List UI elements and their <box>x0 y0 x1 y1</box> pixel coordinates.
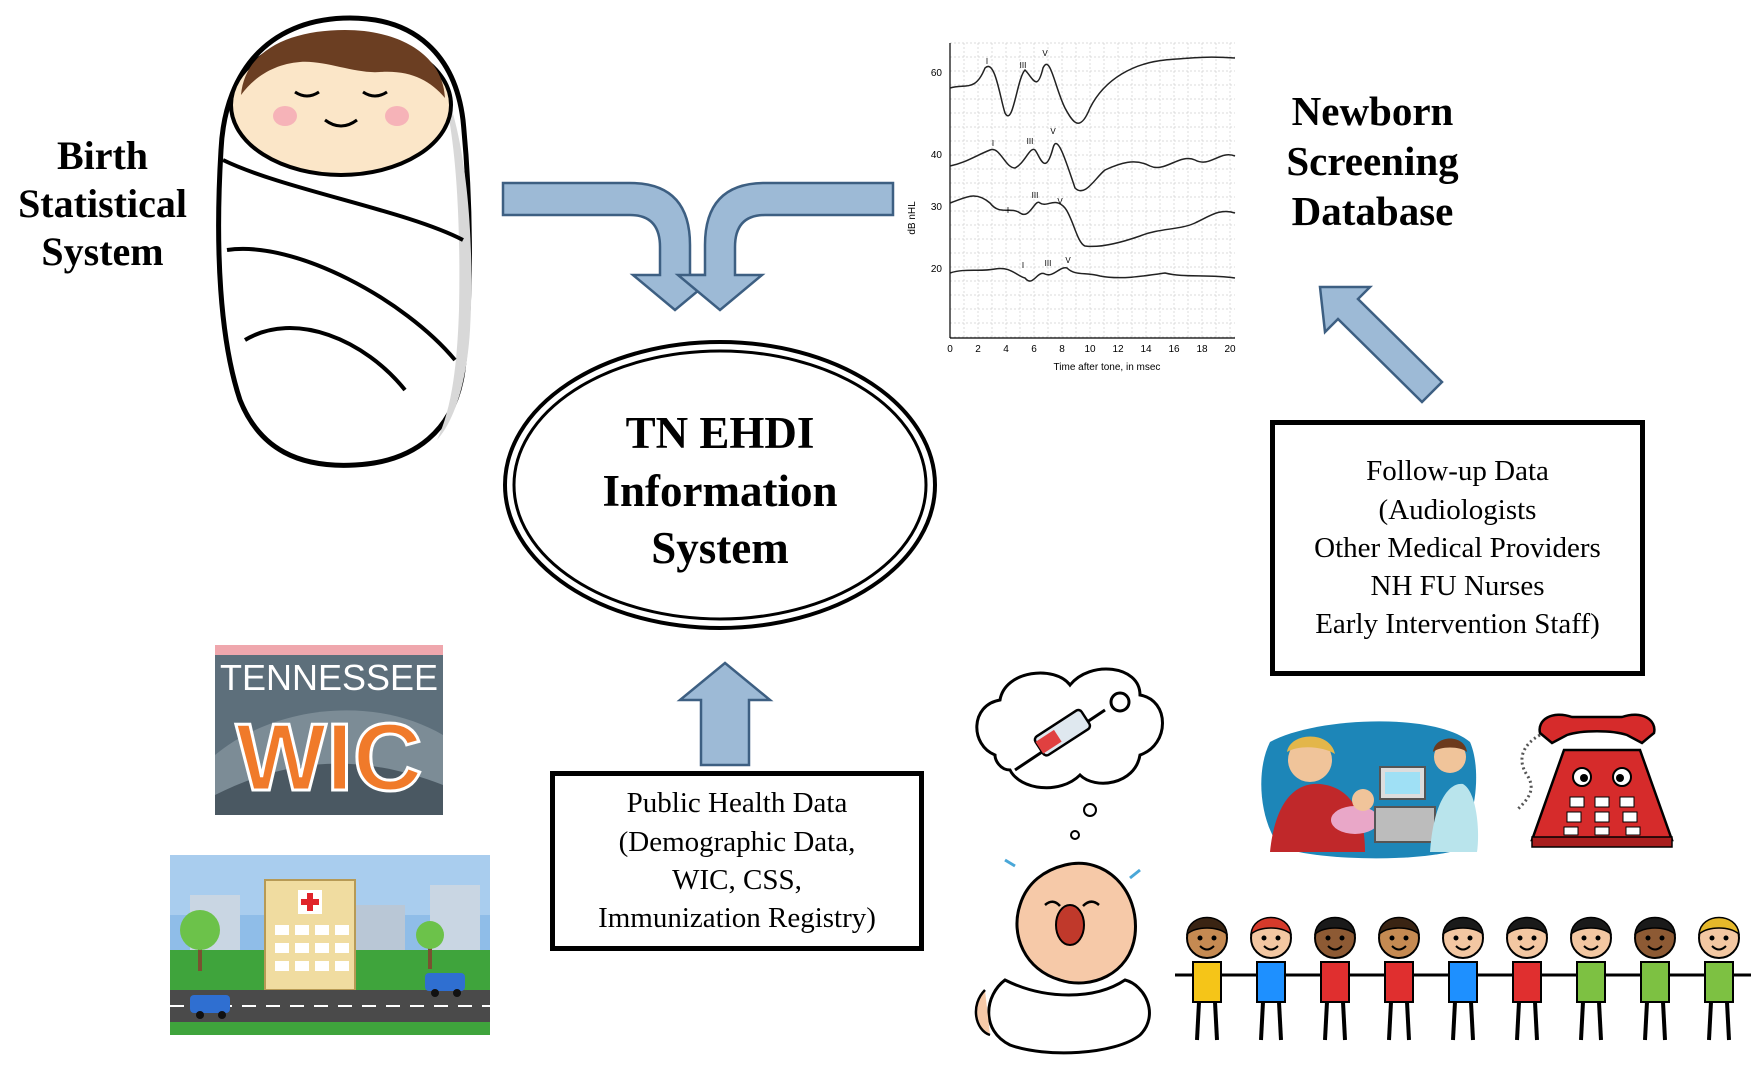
ph-line-4: Immunization Registry) <box>598 902 876 935</box>
abr-y-tick-label: 40 <box>931 150 943 161</box>
child-figure <box>1623 916 1687 1041</box>
abr-peak-marker: I <box>986 57 988 66</box>
wic-main-text: WIC <box>236 704 423 811</box>
right-merge-arrow <box>674 181 895 312</box>
abr-y-tick-label: 60 <box>931 68 943 79</box>
crying-baby-syringe-illustration <box>974 667 1164 1055</box>
birth-line-1: Birth <box>56 133 149 178</box>
abr-peak-marker: V <box>1065 256 1071 265</box>
abr-peak-marker: III <box>1032 191 1039 200</box>
ph-line-3: WIC, CSS, <box>672 864 802 896</box>
swaddled-baby-illustration <box>216 15 472 468</box>
abr-x-tick-label: 14 <box>1140 344 1152 355</box>
merging-arrows <box>501 181 895 312</box>
child-figure <box>1431 916 1495 1041</box>
followup-line-1: Follow-up Data <box>1366 455 1549 488</box>
abr-waveforms <box>949 56 1236 282</box>
abr-peak-marker: III <box>1027 137 1034 146</box>
ph-line-2: (Demographic Data, <box>618 825 856 858</box>
center-ellipse <box>503 340 937 630</box>
center-line-3: System <box>651 523 789 574</box>
abr-grid <box>949 42 1235 339</box>
hospital-scene-illustration <box>170 855 490 1035</box>
children-holding-hands-illustration <box>1175 916 1751 1041</box>
newborn-screening-database-label: Newborn Screening Database <box>1245 86 1500 236</box>
tennessee-wic-logo: TENNESSEE WIC <box>215 645 443 815</box>
nsd-line-2: Screening <box>1286 138 1459 185</box>
abr-peak-marker: III <box>1020 61 1027 70</box>
child-figure <box>1303 916 1367 1041</box>
tn-ehdi-title: TN EHDI Information System <box>520 405 920 578</box>
ph-line-1: Public Health Data <box>626 787 848 820</box>
followup-line-4: NH FU Nurses <box>1370 570 1545 603</box>
abr-x-tick-label: 6 <box>1031 344 1037 355</box>
center-line-1: TN EHDI <box>625 408 815 458</box>
abr-y-tick-labels: 60 40 30 20 <box>931 68 943 275</box>
abr-peak-marker: V <box>1042 49 1048 58</box>
child-figure <box>1495 916 1559 1041</box>
audiology-screening-illustration <box>1261 721 1479 859</box>
abr-x-tick-label: 18 <box>1196 344 1208 355</box>
abr-waveform-2 <box>949 142 1236 192</box>
nsd-line-3: Database <box>1291 188 1454 235</box>
abr-y-tick-label: 30 <box>931 202 943 213</box>
abr-x-tick-label: 20 <box>1224 344 1236 355</box>
public-health-data-box: Public Health Data (Demographic Data, WI… <box>550 771 924 951</box>
wic-tennessee-text: TENNESSEE <box>220 657 438 698</box>
child-figure <box>1559 916 1623 1041</box>
abr-x-tick-label: 0 <box>947 344 953 355</box>
child-figure <box>1367 916 1431 1041</box>
followup-line-5: Early Intervention Staff) <box>1315 608 1600 641</box>
abr-peak-marker: I <box>1022 261 1024 270</box>
followup-line-3: Other Medical Providers <box>1314 531 1601 564</box>
abr-waveform-4 <box>949 267 1236 282</box>
center-line-2: Information <box>602 465 838 516</box>
abr-x-tick-labels: 0 2 4 6 8 10 12 14 16 18 20 <box>947 344 1236 355</box>
abr-peak-marker: V <box>1050 127 1056 136</box>
child-figure <box>1239 916 1303 1041</box>
diagonal-arrow-up-left <box>1318 285 1444 404</box>
followup-line-2: (Audiologists <box>1378 493 1537 526</box>
left-merge-arrow <box>501 181 721 312</box>
telephone-icon <box>1515 713 1674 848</box>
birth-line-3: System <box>41 229 164 274</box>
abr-y-tick-label: 20 <box>931 264 943 275</box>
abr-peak-marker: I <box>1007 206 1009 215</box>
abr-y-axis-label: dB nHL <box>907 201 918 235</box>
nsd-line-1: Newborn <box>1291 88 1454 134</box>
abr-peak-marker: III <box>1045 259 1052 268</box>
abr-waveform-3 <box>949 195 1236 248</box>
abr-x-tick-label: 10 <box>1084 344 1096 355</box>
child-figure <box>1687 916 1751 1041</box>
abr-peak-marker: V <box>1057 197 1063 206</box>
up-arrow <box>676 661 774 767</box>
abr-x-tick-label: 4 <box>1003 344 1009 355</box>
abr-x-axis-label: Time after tone, in msec <box>1054 362 1161 373</box>
follow-up-data-box: Follow-up Data (Audiologists Other Medic… <box>1270 420 1645 676</box>
abr-x-tick-label: 16 <box>1168 344 1180 355</box>
children-row <box>1175 916 1751 1041</box>
abr-waveform-1 <box>949 56 1236 124</box>
abr-peak-marker: I <box>992 139 994 148</box>
abr-x-tick-label: 12 <box>1112 344 1124 355</box>
child-figure <box>1175 916 1239 1041</box>
abr-x-tick-label: 2 <box>975 344 981 355</box>
abr-x-tick-label: 8 <box>1059 344 1065 355</box>
birth-statistical-system-label: Birth Statistical System <box>0 132 205 276</box>
birth-line-2: Statistical <box>18 181 187 226</box>
